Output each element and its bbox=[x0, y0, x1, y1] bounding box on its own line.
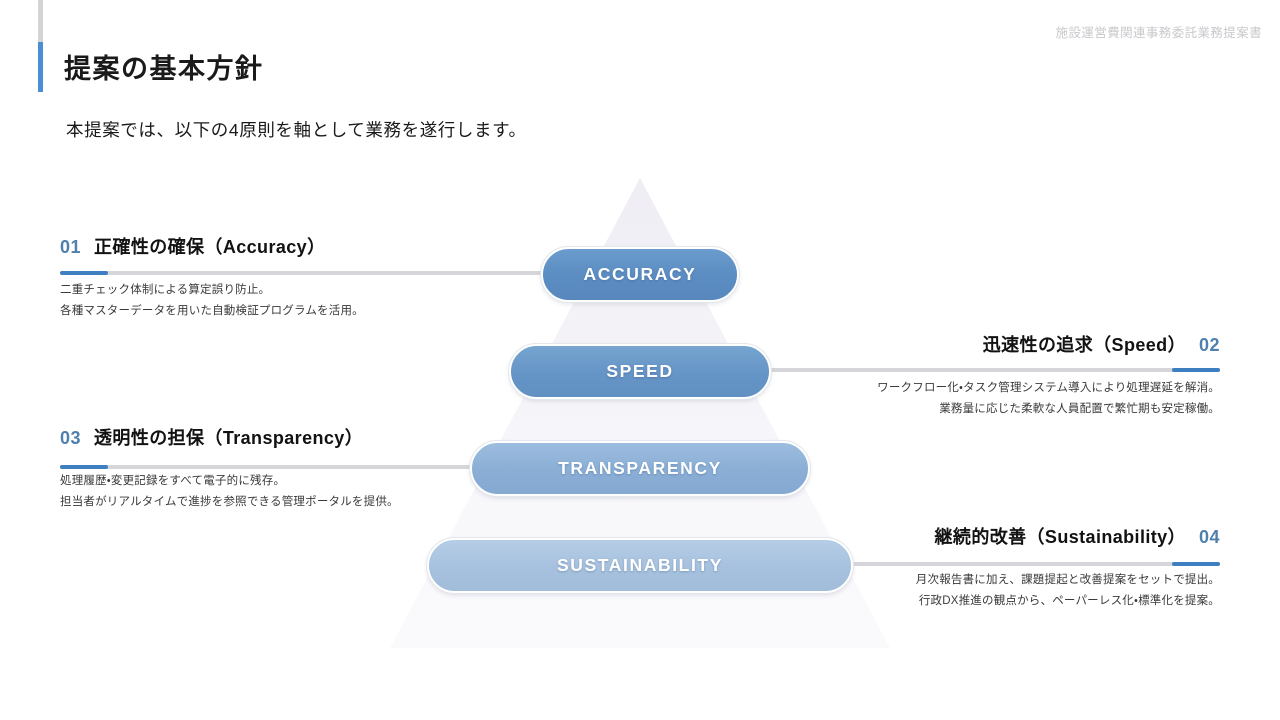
principle-description-line: 月次報告書に加え、課題提起と改善提案をセットで提出。 bbox=[915, 574, 1220, 586]
pyramid-tier-accuracy[interactable]: ACCURACY bbox=[540, 246, 740, 303]
principle-number: 01 bbox=[60, 237, 82, 257]
connector-line-04 bbox=[848, 562, 1220, 566]
pyramid-tier-sustainability[interactable]: SUSTAINABILITY bbox=[426, 537, 854, 594]
principle-item-02: 迅速性の追求（Speed） 02 ワークフロー化・タスク管理システム導入により処… bbox=[877, 331, 1220, 421]
edge-rail-blue-accent bbox=[38, 42, 43, 92]
principle-heading: 迅速性の追求（Speed） 02 bbox=[877, 331, 1220, 357]
principle-description-line: 二重チェック体制による算定誤り防止。 bbox=[60, 284, 271, 296]
principle-title: 正確性の確保（Accuracy） bbox=[94, 237, 326, 257]
principle-number: 04 bbox=[1198, 527, 1220, 547]
pyramid-tier-label: ACCURACY bbox=[583, 264, 697, 284]
pyramid-tier-transparency[interactable]: TRANSPARENCY bbox=[469, 440, 811, 497]
principle-heading: 01 正確性の確保（Accuracy） bbox=[60, 233, 364, 259]
lead-text: 本提案では、以下の4原則を軸として業務を遂行します。 bbox=[66, 120, 527, 140]
principle-description-line: 各種マスターデータを用いた自動検証プログラムを活用。 bbox=[60, 305, 364, 318]
connector-line-03 bbox=[60, 465, 476, 469]
principle-description-line: 行政DX推進の観点から、ペーパーレス化・標準化を提案。 bbox=[918, 595, 1220, 608]
principle-description: 二重チェック体制による算定誤り防止。 各種マスターデータを用いた自動検証プログラ… bbox=[60, 280, 364, 323]
principle-title: 透明性の担保（Transparency） bbox=[94, 428, 364, 448]
principle-item-01: 01 正確性の確保（Accuracy） 二重チェック体制による算定誤り防止。 各… bbox=[60, 233, 364, 323]
principle-description-line: ワークフロー化・タスク管理システム導入により処理遅延を解消。 bbox=[877, 382, 1220, 394]
principle-description: 月次報告書に加え、課題提起と改善提案をセットで提出。 行政DX推進の観点から、ペ… bbox=[916, 570, 1220, 613]
principle-description: 処理履歴・変更記録をすべて電子的に残存。 担当者がリアルタイムで進捗を参照できる… bbox=[60, 471, 399, 514]
principle-item-04: 継続的改善（Sustainability） 04 月次報告書に加え、課題提起と改… bbox=[916, 523, 1220, 613]
connector-accent-cap bbox=[60, 465, 108, 469]
principle-description-line: 業務量に応じた柔軟な人員配置で繁忙期も安定稼働。 bbox=[939, 403, 1220, 416]
pyramid-tier-label: TRANSPARENCY bbox=[558, 458, 722, 478]
principle-title: 継続的改善（Sustainability） bbox=[934, 527, 1186, 547]
connector-accent-cap bbox=[1172, 368, 1220, 372]
principle-number: 03 bbox=[60, 428, 82, 448]
connector-line-01 bbox=[60, 271, 547, 275]
page-title: 提案の基本方針 bbox=[64, 54, 264, 84]
connector-accent-cap bbox=[60, 271, 108, 275]
principle-description-line: 処理履歴・変更記録をすべて電子的に残存。 bbox=[60, 475, 286, 487]
principle-heading: 03 透明性の担保（Transparency） bbox=[60, 424, 399, 450]
principle-description-line: 担当者がリアルタイムで進捗を参照できる管理ポータルを提供。 bbox=[60, 496, 399, 509]
principle-heading: 継続的改善（Sustainability） 04 bbox=[916, 523, 1220, 549]
pyramid-tier-label: SPEED bbox=[606, 361, 674, 381]
connector-accent-cap bbox=[1172, 562, 1220, 566]
connector-line-02 bbox=[766, 368, 1220, 372]
pyramid-tier-speed[interactable]: SPEED bbox=[508, 343, 772, 400]
principle-number: 02 bbox=[1198, 335, 1220, 355]
pyramid-tier-label: SUSTAINABILITY bbox=[557, 555, 723, 575]
principle-title: 迅速性の追求（Speed） bbox=[982, 335, 1186, 355]
principle-description: ワークフロー化・タスク管理システム導入により処理遅延を解消。 業務量に応じた柔軟… bbox=[877, 378, 1220, 421]
document-header-label: 施設運営費関連事務委託業務提案書 bbox=[1055, 26, 1262, 40]
principle-item-03: 03 透明性の担保（Transparency） 処理履歴・変更記録をすべて電子的… bbox=[60, 424, 399, 514]
